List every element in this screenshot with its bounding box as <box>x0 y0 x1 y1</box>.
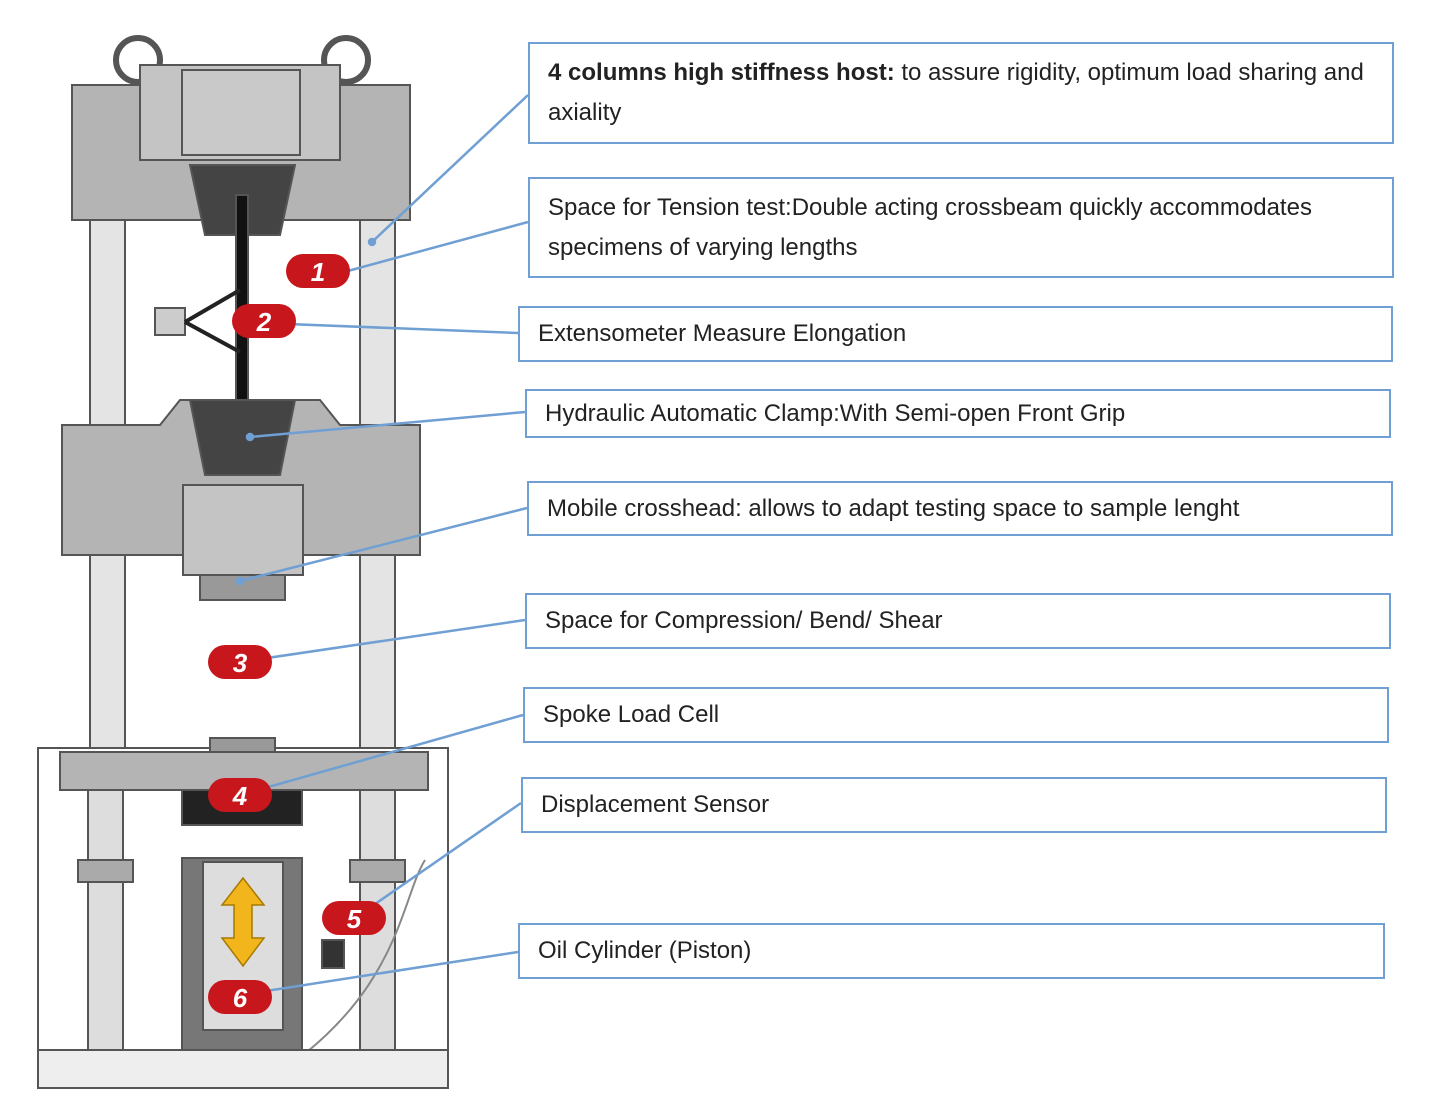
leader-line-2 <box>321 220 529 280</box>
badge-4: 4 <box>208 778 272 812</box>
badge-2: 2 <box>232 304 296 338</box>
callout-text: Oil Cylinder (Piston) <box>538 937 752 964</box>
double-arrow-icon <box>220 876 266 968</box>
callout-hydraulic-clamp: Hydraulic Automatic Clamp:With Semi-open… <box>525 389 1391 438</box>
svg-text:1: 1 <box>311 257 325 287</box>
badge-5: 5 <box>322 901 386 935</box>
svg-text:6: 6 <box>233 983 248 1013</box>
leader-line-4 <box>249 410 526 439</box>
mobile-crosshead <box>61 399 421 556</box>
leader-line-8 <box>351 801 522 922</box>
callout-text: Space for Tension test:Double acting cro… <box>548 193 1312 261</box>
callout-text: Extensometer Measure Elongation <box>538 320 907 347</box>
callout-load-cell: Spoke Load Cell <box>523 687 1389 743</box>
callout-extensometer: Extensometer Measure Elongation <box>518 306 1393 362</box>
badge-3: 3 <box>208 645 272 679</box>
lower-grip <box>188 399 297 476</box>
leader-line-1 <box>371 94 529 243</box>
svg-text:5: 5 <box>347 904 362 934</box>
badge-6: 6 <box>208 980 272 1014</box>
callout-text: Hydraulic Automatic Clamp:With Semi-open… <box>545 399 1126 427</box>
callout-displacement-sensor: Displacement Sensor <box>521 777 1387 833</box>
leader-line-7 <box>239 713 524 797</box>
callout-text: to assure rigidity, optimum load sharing… <box>548 59 1364 126</box>
badge-1: 1 <box>286 254 350 288</box>
extensometer <box>154 307 186 336</box>
svg-text:2: 2 <box>256 307 272 337</box>
callout-text: Spoke Load Cell <box>543 701 720 728</box>
callout-text: Mobile crosshead: allows to adapt testin… <box>547 494 1240 522</box>
svg-text:3: 3 <box>233 648 248 678</box>
callout-text: Displacement Sensor <box>541 791 770 818</box>
callout-columns-host: 4 columns high stiffness host: to assure… <box>528 42 1394 144</box>
callout-compression-space: Space for Compression/ Bend/ Shear <box>525 593 1391 649</box>
leader-line-6 <box>239 618 526 664</box>
callout-bold-label: 4 columns high stiffness host: <box>548 59 895 86</box>
callout-mobile-crosshead: Mobile crosshead: allows to adapt testin… <box>527 481 1393 536</box>
callout-oil-cylinder: Oil Cylinder (Piston) <box>518 923 1385 979</box>
callout-text: Space for Compression/ Bend/ Shear <box>545 607 943 634</box>
leader-line-9 <box>239 950 519 997</box>
displacement-sensor <box>321 939 345 969</box>
svg-text:4: 4 <box>232 781 248 811</box>
leader-line-3 <box>261 321 519 335</box>
leader-line-5 <box>239 506 528 583</box>
callout-tension-space: Space for Tension test:Double acting cro… <box>528 177 1394 278</box>
